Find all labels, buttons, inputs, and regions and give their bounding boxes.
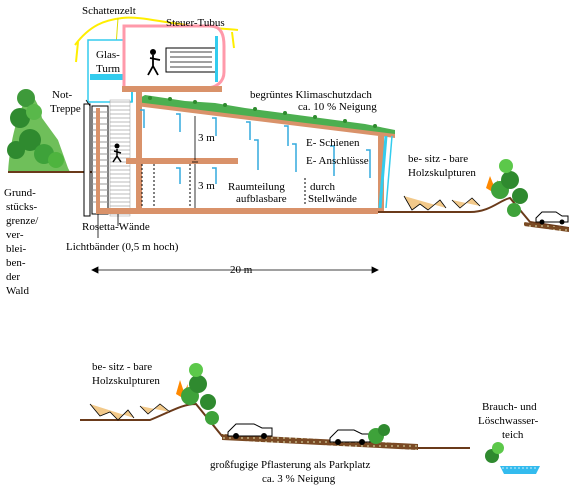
label-not-treppe-2: Treppe	[50, 103, 81, 115]
label-steuer-tubus: Steuer-Tubus	[166, 17, 225, 29]
label-e-schienen: E- Schienen	[306, 137, 360, 149]
label-grenze-8: Wald	[6, 285, 29, 297]
label-schattenzelt: Schattenzelt	[82, 5, 136, 17]
label-grenze-4: ver-	[6, 229, 24, 241]
trees-lower-left	[181, 363, 219, 425]
label-rosetta: Rosetta-Wände	[82, 221, 150, 233]
height-dimensions	[192, 116, 198, 208]
label-grenze-2: stücks-	[6, 201, 38, 213]
sculptures-lower	[89, 380, 188, 421]
leader-lines	[85, 99, 119, 238]
label-holzskulpturen-lower: Holzskulpturen	[92, 375, 160, 387]
car-icon	[535, 211, 569, 225]
label-e-anschluesse: E- Anschlüsse	[306, 155, 369, 167]
label-raumteilung-stellwaende: Stellwände	[308, 193, 357, 205]
label-sitzbar-lower: be- sitz - bare	[92, 361, 152, 373]
steuer-tubus	[122, 24, 226, 90]
label-grenze-7: der	[6, 271, 20, 283]
emergency-stair	[83, 99, 131, 217]
label-sitzbar-upper: be- sitz - bare	[408, 153, 468, 165]
labels: Schattenzelt Steuer-Tubus Glas- Turm Not…	[4, 5, 539, 485]
label-grenze-3: grenze/	[6, 215, 39, 227]
label-teich-1: Brauch- und	[482, 401, 537, 413]
label-raumteilung: Raumteilung	[228, 181, 285, 193]
label-pflaster: großfugige Pflasterung als Parkplatz	[210, 459, 370, 471]
label-height-lower: 3 m	[198, 180, 215, 192]
label-not-treppe: Not-	[52, 89, 73, 101]
label-raumteilung-durch: durch	[310, 181, 336, 193]
forest-hill	[7, 89, 95, 173]
terrain-right	[378, 196, 569, 232]
label-glas-turm: Glas-	[96, 49, 120, 61]
label-lichtbaender: Lichtbänder (0,5 m hoch)	[66, 241, 179, 253]
distance-dimension	[91, 266, 379, 274]
label-klimaschutzdach: begrüntes Klimaschutzdach	[250, 89, 372, 101]
terrain-lower	[80, 402, 470, 450]
label-height-upper: 3 m	[198, 132, 215, 144]
car-lower-2	[329, 429, 371, 445]
label-teich-3: teich	[502, 429, 524, 441]
inflatable-walls	[141, 164, 306, 206]
label-raumteilung-aufblasbare: aufblasbare	[236, 193, 287, 205]
label-grenze-6: ben-	[6, 257, 26, 269]
trees-right	[491, 159, 528, 217]
label-glas-turm-2: Turm	[96, 63, 120, 75]
label-klimaschutzdach-neigung: ca. 10 % Neigung	[298, 101, 377, 113]
label-grenze-1: Grund-	[4, 187, 36, 199]
person-icon	[112, 143, 122, 163]
label-holzskulpturen-upper: Holzskulpturen	[408, 167, 476, 179]
floor-slabs	[98, 86, 384, 214]
sculptures-right	[403, 176, 498, 211]
label-distance: 20 m	[230, 264, 253, 276]
label-teich-2: Löschwasser-	[478, 415, 539, 427]
car-lower-1	[227, 423, 273, 439]
label-pflaster-neigung: ca. 3 % Neigung	[262, 473, 336, 485]
glass-facade	[378, 135, 393, 209]
green-roof	[136, 95, 395, 138]
tree-lower-right	[368, 424, 504, 463]
e-rails	[140, 109, 371, 184]
label-grenze-5: blei-	[6, 243, 26, 255]
pond	[500, 466, 540, 474]
